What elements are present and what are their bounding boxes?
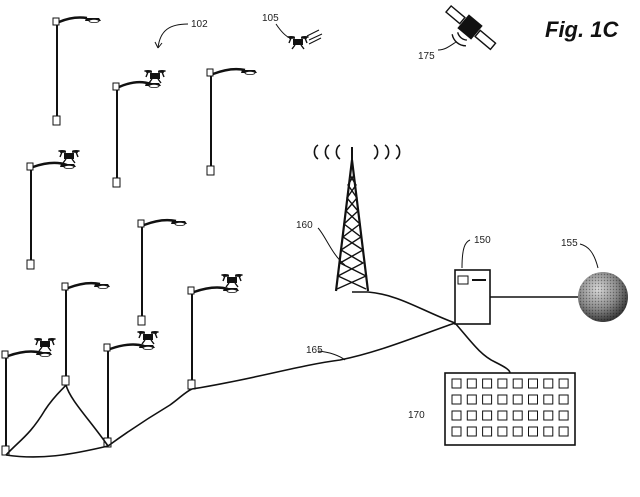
globe-icon	[578, 272, 628, 322]
keyboard-key	[558, 410, 569, 421]
keyboard-key	[482, 378, 493, 389]
streetlight	[137, 218, 187, 326]
streetlight	[103, 330, 160, 448]
satellite-icon	[444, 4, 497, 51]
radio-waves-icon	[313, 144, 401, 160]
keyboard-key	[497, 410, 508, 421]
keyboard-key	[482, 426, 493, 437]
leader-lines	[154, 23, 599, 361]
keyboard-key	[528, 394, 538, 405]
keyboard-key	[466, 394, 477, 405]
streetlight-group	[1, 16, 257, 456]
keyboard-key	[558, 378, 569, 389]
keyboard-key	[451, 426, 462, 437]
keyboard-key	[512, 410, 523, 421]
streetlight	[206, 67, 257, 176]
keyboard-key	[558, 394, 569, 405]
label-globe: 155	[561, 238, 578, 249]
drone-icon	[220, 273, 244, 288]
figure-title: Fig. 1C	[545, 17, 619, 42]
label-keyboard: 170	[408, 410, 425, 421]
keyboard-key	[543, 394, 554, 405]
streetlight	[1, 337, 57, 456]
keyboard-key	[466, 410, 477, 421]
keyboard-key	[451, 410, 462, 421]
label-drone: 105	[262, 13, 279, 24]
keyboard-key	[497, 378, 508, 389]
label-satellite: 175	[418, 51, 435, 62]
keyboard-key	[543, 410, 554, 421]
keyboard-key	[512, 378, 523, 389]
streetlight	[187, 273, 244, 390]
label-server: 150	[474, 235, 491, 246]
streetlight	[52, 16, 101, 126]
keyboard-key	[466, 378, 477, 389]
keyboard-key	[528, 378, 538, 389]
keyboard-key	[482, 394, 493, 405]
drone-icon	[286, 35, 310, 50]
cell-tower	[313, 144, 401, 292]
label-cable: 165	[306, 345, 323, 356]
keyboard-key	[512, 426, 523, 437]
drone-icon	[57, 149, 81, 164]
keyboard-key	[451, 378, 462, 389]
server	[454, 269, 578, 325]
keyboard-key	[451, 394, 462, 405]
keyboard-key	[558, 426, 569, 437]
keyboard-key	[497, 394, 508, 405]
keyboard-key	[512, 394, 523, 405]
drone-icon	[143, 69, 167, 84]
streetlight	[61, 281, 110, 386]
keyboard-key	[466, 426, 477, 437]
streetlight	[26, 149, 81, 270]
keyboard-key	[497, 426, 508, 437]
keyboard-key	[543, 426, 554, 437]
streetlight	[112, 69, 167, 188]
label-streetlights: 102	[191, 19, 208, 30]
keyboard-key	[482, 410, 493, 421]
keyboard-key	[528, 426, 538, 437]
flying-drone	[286, 29, 323, 50]
drone-icon	[136, 330, 160, 345]
label-tower: 160	[296, 220, 313, 231]
network-cable	[5, 291, 511, 458]
keyboard-key	[543, 378, 554, 389]
keyboard	[444, 372, 576, 446]
keyboard-key	[528, 410, 538, 421]
drone-icon	[33, 337, 57, 352]
